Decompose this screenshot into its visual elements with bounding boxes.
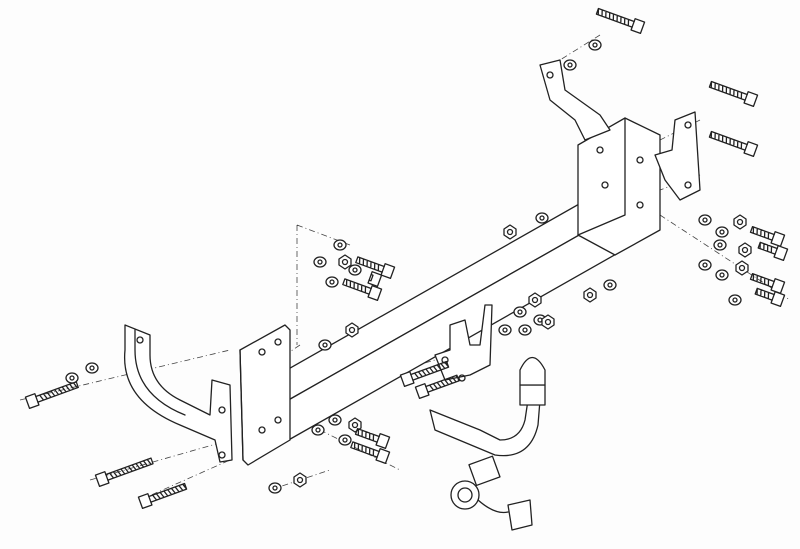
washer [728, 294, 742, 306]
washer [715, 269, 729, 281]
bolt [595, 7, 646, 35]
washer [535, 212, 549, 224]
washer [563, 59, 577, 71]
bolt [350, 441, 391, 465]
nut [528, 292, 542, 308]
washer [318, 339, 332, 351]
washer [313, 256, 327, 268]
bolt [94, 457, 154, 488]
assembly-axis-lines [19, 34, 791, 501]
nut [293, 472, 307, 488]
washer [603, 279, 617, 291]
bolt [354, 427, 391, 450]
washer [713, 239, 727, 251]
washer [498, 324, 512, 336]
washer [333, 239, 347, 251]
left-arm-bracket [123, 324, 233, 463]
bolt [342, 278, 383, 302]
washer [85, 362, 99, 374]
bolt [708, 130, 759, 158]
bolt [367, 271, 383, 288]
electrical-socket [450, 455, 533, 531]
nut [738, 242, 752, 258]
washer [325, 276, 339, 288]
washer [338, 434, 352, 446]
nut [503, 224, 517, 240]
bolt [137, 482, 188, 510]
washer [268, 482, 282, 494]
bolt [757, 241, 789, 262]
left-mounting-plate [239, 324, 291, 466]
washer [328, 414, 342, 426]
washer [513, 306, 527, 318]
bolt [399, 360, 450, 388]
right-arm-bracket [539, 59, 701, 201]
bolt [754, 287, 786, 308]
washer [698, 259, 712, 271]
fasteners [24, 7, 789, 510]
nut [345, 322, 359, 338]
washer [588, 39, 602, 51]
washer [518, 324, 532, 336]
nut [733, 214, 747, 230]
nut [583, 287, 597, 303]
washer [311, 424, 325, 436]
washer [348, 264, 362, 276]
bolt [749, 272, 786, 295]
nut [541, 314, 555, 330]
bolt [708, 80, 759, 108]
bolt [24, 381, 79, 410]
bolt [414, 374, 461, 400]
bolt [355, 256, 396, 280]
nut [338, 254, 352, 270]
right-mounting-plate [577, 117, 661, 256]
bolt [749, 225, 786, 248]
tow-ball-neck [429, 356, 546, 457]
nut [735, 260, 749, 276]
washer [698, 214, 712, 226]
washer [715, 226, 729, 238]
washer [65, 372, 79, 384]
